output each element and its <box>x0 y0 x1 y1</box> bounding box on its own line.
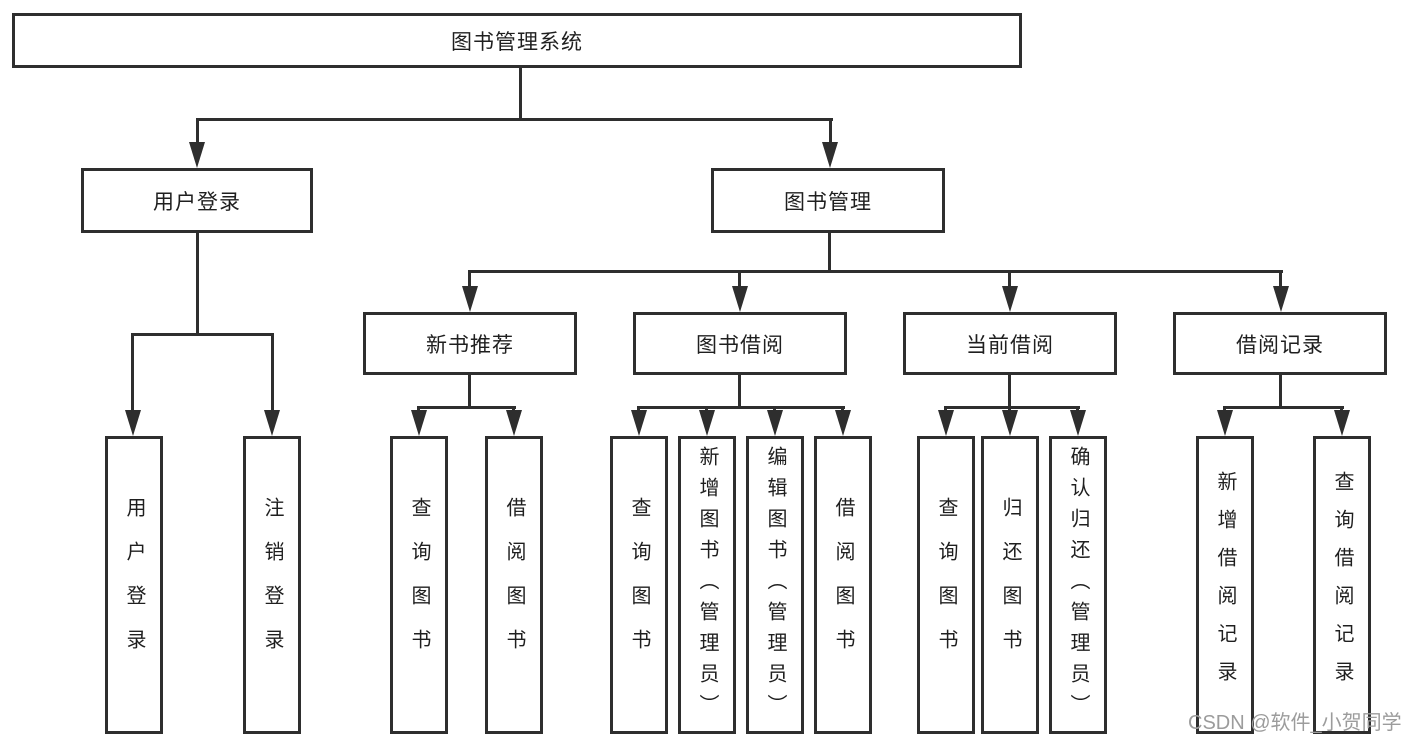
connector-arrow <box>1217 410 1233 436</box>
connector-line <box>196 118 199 146</box>
connector-line <box>1008 270 1011 290</box>
connector-arrow <box>125 410 141 436</box>
connector-arrow <box>264 410 280 436</box>
connector-arrow <box>732 286 748 312</box>
connector-line <box>637 406 845 409</box>
leaf-borrow-books-label: 借阅图书 <box>832 497 854 673</box>
connector-arrow <box>1002 286 1018 312</box>
connector-arrow <box>938 410 954 436</box>
leaf-add-book-admin-label: 新增图书（管理员） <box>696 445 718 725</box>
connector-arrow <box>1334 410 1350 436</box>
leaf-borrow-books: 借阅图书 <box>814 436 872 734</box>
connector-line <box>738 270 741 290</box>
connector-arrow <box>767 410 783 436</box>
connector-line <box>131 333 134 413</box>
node-new-book-recommend: 新书推荐 <box>363 312 577 375</box>
connector-line <box>196 233 199 336</box>
leaf-confirm-return-admin: 确认归还（管理员） <box>1049 436 1107 734</box>
connector-line <box>468 270 1283 273</box>
leaf-query-books-recommend: 查询图书 <box>390 436 448 734</box>
node-book-borrow-label: 图书借阅 <box>696 333 784 357</box>
node-root: 图书管理系统 <box>12 13 1022 68</box>
leaf-query-books-borrow-label: 查询图书 <box>628 497 650 673</box>
leaf-query-borrow-record-label: 查询借阅记录 <box>1331 471 1353 699</box>
connector-arrow <box>699 410 715 436</box>
connector-arrow <box>411 410 427 436</box>
leaf-add-borrow-record-label: 新增借阅记录 <box>1214 471 1236 699</box>
connector-arrow <box>189 142 205 168</box>
node-current-borrow-label: 当前借阅 <box>966 333 1054 357</box>
connector-line <box>738 375 741 409</box>
leaf-query-books-current: 查询图书 <box>917 436 975 734</box>
connector-line <box>944 406 1080 409</box>
connector-line <box>1279 270 1282 290</box>
node-borrow-records-label: 借阅记录 <box>1236 333 1324 357</box>
node-book-management: 图书管理 <box>711 168 945 233</box>
watermark: CSDN @软件_小贺同学 <box>1188 712 1402 734</box>
node-user-login-label: 用户登录 <box>153 190 241 214</box>
leaf-user-login: 用户登录 <box>105 436 163 734</box>
leaf-add-book-admin: 新增图书（管理员） <box>678 436 736 734</box>
node-root-label: 图书管理系统 <box>451 30 583 54</box>
connector-arrow <box>822 142 838 168</box>
connector-line <box>519 67 522 120</box>
connector-line <box>1279 375 1282 409</box>
connector-arrow <box>631 410 647 436</box>
leaf-edit-book-admin: 编辑图书（管理员） <box>746 436 804 734</box>
node-current-borrow: 当前借阅 <box>903 312 1117 375</box>
leaf-logout-login: 注销登录 <box>243 436 301 734</box>
connector-arrow <box>1273 286 1289 312</box>
connector-line <box>829 118 832 146</box>
connector-line <box>468 375 471 409</box>
leaf-query-books-current-label: 查询图书 <box>935 497 957 673</box>
connector-line <box>1223 406 1344 409</box>
connector-arrow <box>835 410 851 436</box>
leaf-user-login-label: 用户登录 <box>123 497 145 673</box>
connector-arrow <box>1002 410 1018 436</box>
connector-arrow <box>1070 410 1086 436</box>
connector-line <box>1008 375 1011 409</box>
leaf-query-books-recommend-label: 查询图书 <box>408 497 430 673</box>
connector-line <box>828 233 831 273</box>
node-new-book-recommend-label: 新书推荐 <box>426 333 514 357</box>
connector-arrow <box>506 410 522 436</box>
node-borrow-records: 借阅记录 <box>1173 312 1387 375</box>
node-book-management-label: 图书管理 <box>784 190 872 214</box>
leaf-add-borrow-record: 新增借阅记录 <box>1196 436 1254 734</box>
connector-line <box>468 270 471 290</box>
leaf-return-book: 归还图书 <box>981 436 1039 734</box>
node-user-login: 用户登录 <box>81 168 313 233</box>
leaf-query-borrow-record: 查询借阅记录 <box>1313 436 1371 734</box>
leaf-return-book-label: 归还图书 <box>999 497 1021 673</box>
node-book-borrow: 图书借阅 <box>633 312 847 375</box>
connector-line <box>196 118 833 121</box>
leaf-borrow-books-recommend: 借阅图书 <box>485 436 543 734</box>
leaf-edit-book-admin-label: 编辑图书（管理员） <box>764 445 786 725</box>
connector-line <box>271 333 274 413</box>
leaf-borrow-books-recommend-label: 借阅图书 <box>503 497 525 673</box>
connector-line <box>417 406 516 409</box>
leaf-query-books-borrow: 查询图书 <box>610 436 668 734</box>
connector-arrow <box>462 286 478 312</box>
connector-line <box>131 333 274 336</box>
leaf-confirm-return-admin-label: 确认归还（管理员） <box>1067 445 1089 725</box>
leaf-logout-login-label: 注销登录 <box>261 497 283 673</box>
